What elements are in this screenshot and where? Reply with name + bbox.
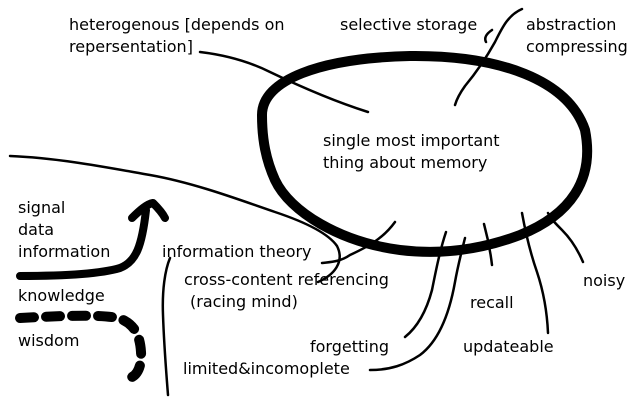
abstraction-label: abstraction: [526, 15, 617, 34]
center-topic: single most important thing about memory: [323, 130, 500, 174]
recall-pointer: [482, 222, 494, 267]
hierarchy-arrow-shaft: [16, 206, 150, 280]
boundary-line-lower: [161, 256, 172, 397]
limited-connector: [368, 236, 467, 372]
updateable-label: updateable: [463, 337, 554, 356]
hierarchy-arrow-head: [128, 199, 169, 222]
hierarchy-upper: signal data information: [18, 197, 110, 263]
cross-content-label: cross-content referencing (racing mind): [184, 269, 389, 313]
cross-content-line1: cross-content referencing: [184, 270, 389, 289]
wisdom-dashed-arrow: [15, 310, 147, 384]
compressing-label: compressing: [526, 37, 628, 56]
updateable-pointer: [520, 211, 550, 335]
center-topic-line2: thing about memory: [323, 153, 488, 172]
noisy-label: noisy: [583, 271, 626, 290]
recall-label: recall: [470, 293, 514, 312]
boundary-line: [8, 154, 341, 284]
heterogenous-label-line1: heterogenous [depends on: [69, 15, 285, 34]
information-theory-pointer: [320, 220, 397, 265]
limited-label: limited&incomoplete: [183, 359, 350, 378]
heterogenous-label: heterogenous [depends on repersentation]: [69, 14, 285, 58]
heterogenous-label-line2: repersentation]: [69, 37, 193, 56]
noisy-pointer: [546, 211, 585, 264]
cross-content-line2: (racing mind): [190, 292, 298, 311]
forgetting-pointer: [403, 230, 448, 339]
hierarchy-signal: signal: [18, 198, 66, 217]
hierarchy-information: information: [18, 242, 111, 261]
information-theory-label: information theory: [162, 242, 312, 261]
hierarchy-data: data: [18, 220, 55, 239]
selective-storage-label: selective storage: [340, 15, 478, 34]
center-topic-line1: single most important: [323, 131, 500, 150]
hierarchy-knowledge: knowledge: [18, 286, 105, 305]
heterogenous-pointer: [198, 50, 370, 114]
selective-storage-pointer: [453, 7, 524, 107]
abstraction-pointer: [484, 28, 494, 44]
hierarchy-wisdom: wisdom: [18, 331, 80, 350]
forgetting-label: forgetting: [310, 337, 390, 356]
